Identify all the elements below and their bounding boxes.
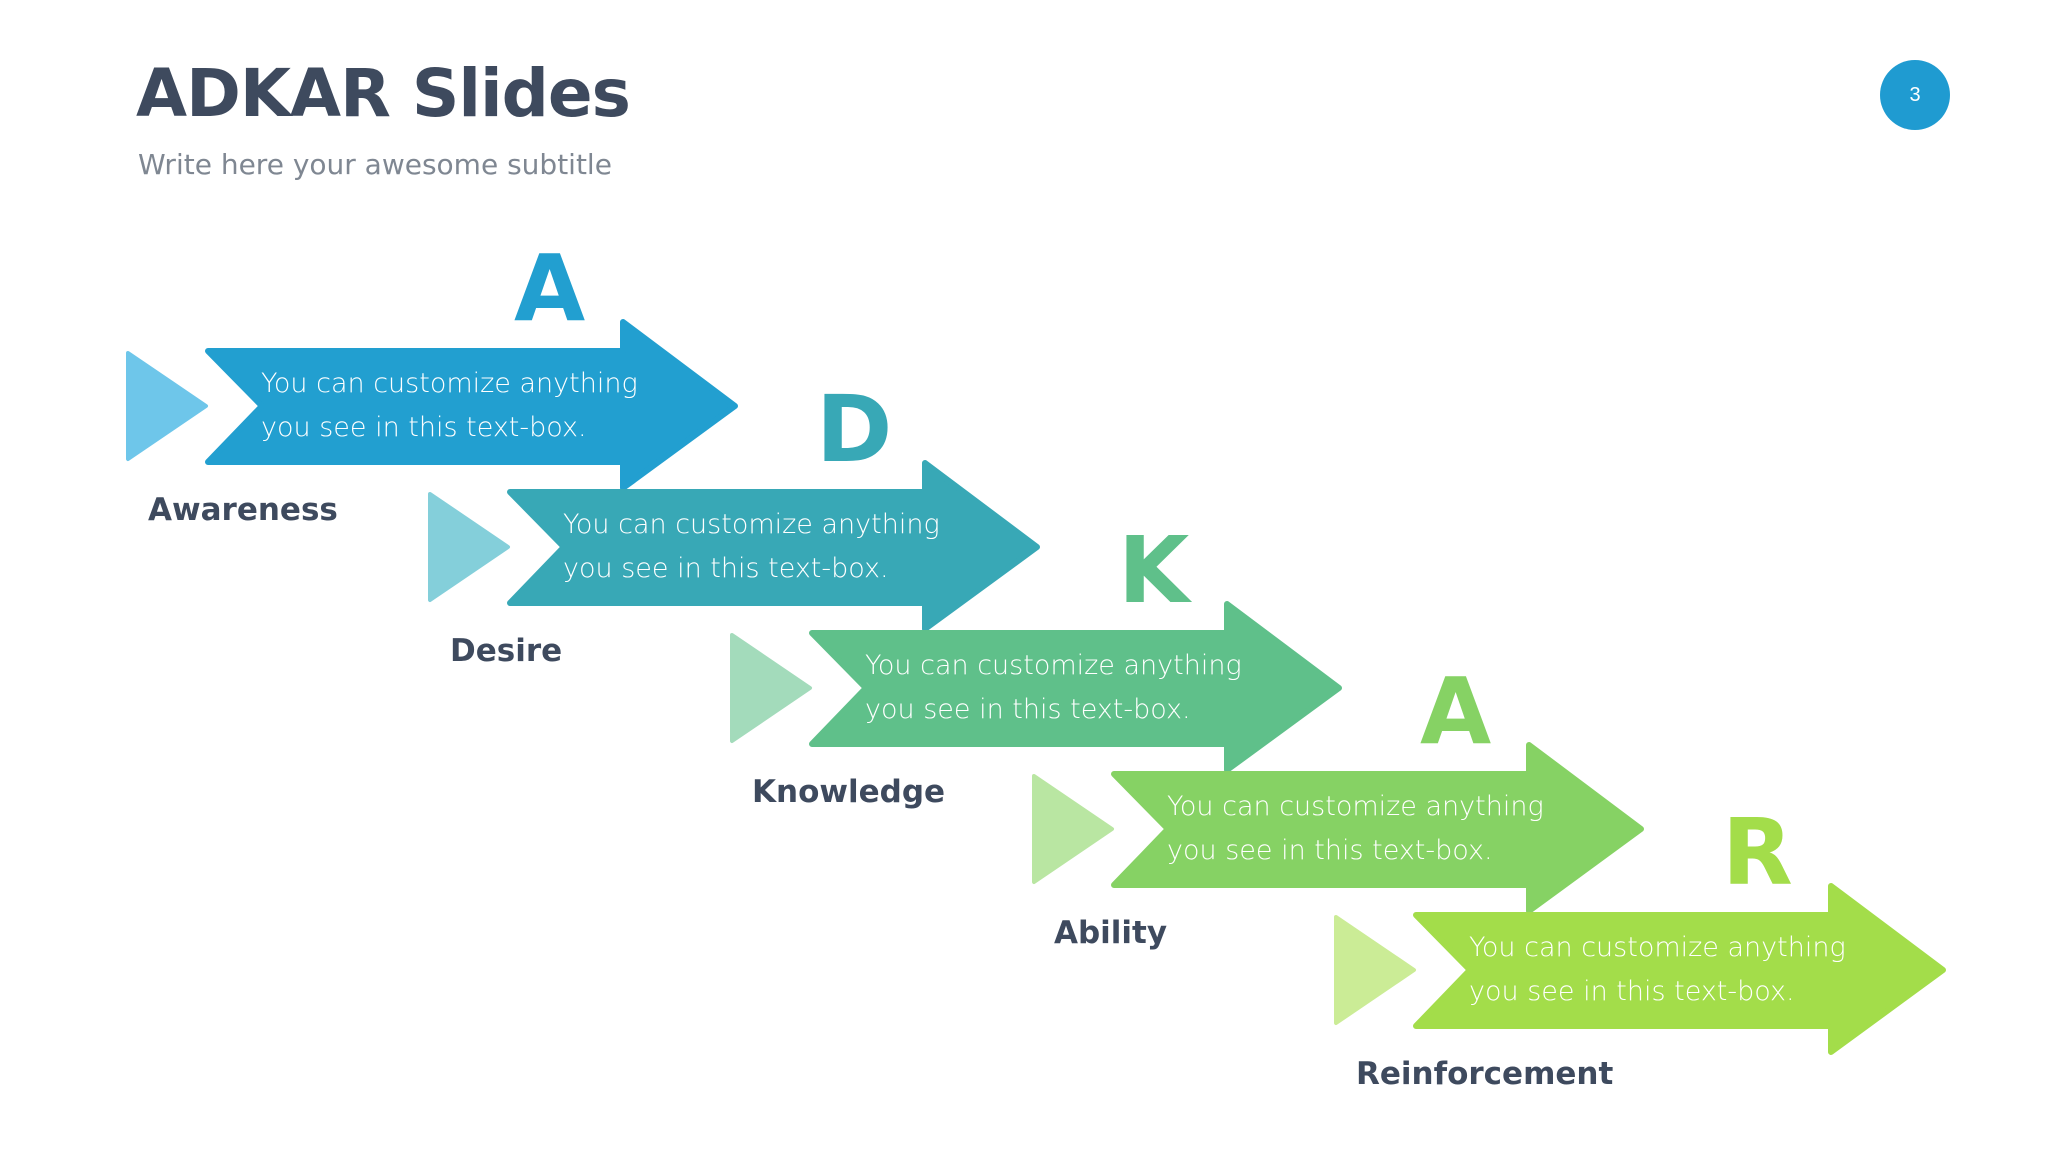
stage-text-ability: You can customize anything you see in th… xyxy=(1167,785,1587,873)
stage-letter-d: D xyxy=(816,376,893,483)
stage-name-desire: Desire xyxy=(450,633,563,669)
stage-triangle-ability xyxy=(1032,774,1114,884)
slide-title: ADKAR Slides xyxy=(136,55,631,132)
stage-text-line2: you see in this text-box. xyxy=(261,412,587,443)
page-number-badge: 3 xyxy=(1880,60,1950,130)
stage-letter-a2: A xyxy=(1420,658,1492,765)
stage-arrow-knowledge xyxy=(809,601,1342,773)
stage-arrow-awareness xyxy=(205,319,738,491)
stage-name-ability: Ability xyxy=(1054,915,1168,951)
stage-letter-a: A xyxy=(514,235,586,342)
stage-arrow-reinforcement xyxy=(1413,883,1946,1055)
stage-text-line1: You can customize anything xyxy=(1469,932,1846,963)
stage-letter-k: K xyxy=(1118,517,1190,624)
stage-triangle-awareness xyxy=(126,351,208,461)
slide-subtitle: Write here your awesome subtitle xyxy=(138,148,612,181)
stage-name-knowledge: Knowledge xyxy=(752,774,946,810)
stage-text-line1: You can customize anything xyxy=(261,368,638,399)
stage-text-desire: You can customize anything you see in th… xyxy=(563,503,983,591)
stage-arrow-ability xyxy=(1111,742,1644,914)
stage-text-awareness: You can customize anything you see in th… xyxy=(261,362,681,450)
stage-triangle-desire xyxy=(428,492,510,602)
stage-text-line1: You can customize anything xyxy=(1167,791,1544,822)
stage-triangle-reinforcement xyxy=(1334,915,1416,1025)
stage-text-line2: you see in this text-box. xyxy=(563,553,889,584)
stage-text-knowledge: You can customize anything you see in th… xyxy=(865,644,1285,732)
stage-triangle-knowledge xyxy=(730,633,812,743)
stage-text-reinforcement: You can customize anything you see in th… xyxy=(1469,926,1889,1014)
stage-name-reinforcement: Reinforcement xyxy=(1356,1056,1614,1092)
stage-text-line2: you see in this text-box. xyxy=(1469,976,1795,1007)
stage-text-line1: You can customize anything xyxy=(865,650,1242,681)
stage-letter-r: R xyxy=(1722,799,1793,906)
stage-text-line2: you see in this text-box. xyxy=(1167,835,1493,866)
stage-arrow-desire xyxy=(507,460,1040,632)
stage-text-line1: You can customize anything xyxy=(563,509,940,540)
stage-text-line2: you see in this text-box. xyxy=(865,694,1191,725)
stage-name-awareness: Awareness xyxy=(148,492,338,528)
